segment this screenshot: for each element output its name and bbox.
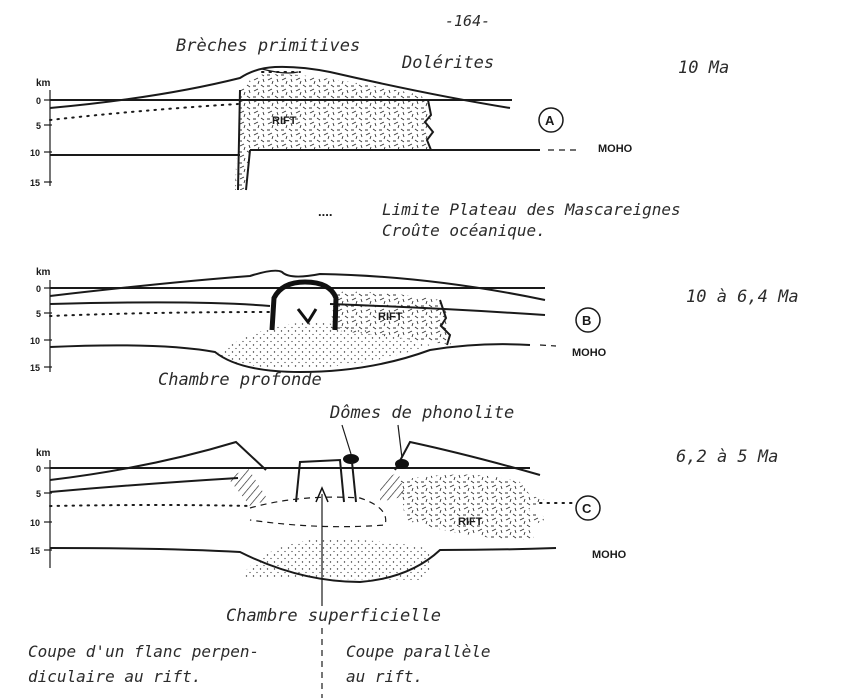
tick-label: 15 — [30, 178, 40, 188]
tick-label: 5 — [36, 489, 41, 499]
depth-ticks-b: 0 5 10 15 — [30, 284, 52, 373]
page-number: -164- — [445, 12, 490, 30]
tick-label: 10 — [30, 336, 40, 346]
breches-primitives-label: Brèches primitives — [176, 36, 360, 56]
dolerites-label: Dolérites — [401, 53, 494, 73]
legend-line-2: Croûte océanique. — [382, 221, 546, 240]
badge-a-letter: A — [545, 113, 555, 128]
crust-layer-b — [50, 302, 270, 306]
tick-label: 10 — [30, 518, 40, 528]
age-label-a: 10 Ma — [678, 58, 729, 78]
badge-c-letter: C — [582, 501, 592, 516]
rift-body-a — [235, 74, 431, 190]
moho-label-a: MOHO — [598, 143, 633, 155]
km-label-c: km — [36, 448, 51, 459]
phonolite-dome-2 — [395, 459, 409, 469]
legend: .... Limite Plateau des Mascareignes Cro… — [318, 200, 681, 240]
tick-label: 15 — [30, 546, 40, 556]
rift-label-a: RIFT — [272, 115, 297, 127]
moho-label-b: MOHO — [572, 347, 607, 359]
moho-label-c: MOHO — [592, 549, 627, 561]
rift-body-c — [400, 474, 548, 540]
caption-left-line-2: diculaire au rift. — [28, 667, 201, 686]
dome-pointer-2 — [398, 425, 402, 458]
rift-label-b: RIFT — [378, 311, 403, 323]
chamber-outline-c — [250, 497, 386, 527]
panel-c: Dômes de phonolite 6,2 à 5 Ma km 0 5 10 … — [30, 403, 778, 626]
moho-dash-b — [540, 345, 556, 346]
chambre-superficielle-label: Chambre superficielle — [226, 606, 441, 626]
subsidence-arrow-b — [298, 309, 316, 322]
tick-label: 15 — [30, 363, 40, 373]
chambre-profonde-label: Chambre profonde — [158, 370, 322, 390]
panel-a: Brèches primitives Dolérites 10 Ma km 0 … — [30, 36, 729, 190]
phonolite-dome-1 — [343, 454, 359, 464]
tick-label: 0 — [36, 284, 41, 294]
legend-dot-symbol: .... — [318, 204, 332, 219]
central-block-c — [296, 460, 344, 502]
km-label-b: km — [36, 267, 51, 278]
domes-phonolite-label: Dômes de phonolite — [329, 403, 514, 423]
tick-label: 5 — [36, 309, 41, 319]
age-label-b: 10 à 6,4 Ma — [686, 287, 799, 307]
caption-right-line-1: Coupe parallèle — [346, 642, 491, 661]
volcano-profile-b — [50, 271, 545, 300]
legend-line-1: Limite Plateau des Mascareignes — [382, 200, 681, 219]
rift-label-c: RIFT — [458, 516, 483, 528]
caption-left-line-1: Coupe d'un flanc perpen- — [28, 642, 259, 661]
tick-label: 0 — [36, 96, 41, 106]
crust-layer-c — [50, 478, 238, 492]
age-label-c: 6,2 à 5 Ma — [676, 447, 778, 467]
tick-label: 10 — [30, 148, 40, 158]
tick-label: 0 — [36, 464, 41, 474]
km-label-a: km — [36, 78, 51, 89]
panel-b: 10 à 6,4 Ma km 0 5 10 15 RIFT MOH — [30, 267, 799, 390]
fault-zone-right-c — [380, 472, 406, 502]
bottom-captions: Coupe d'un flanc perpen- diculaire au ri… — [28, 628, 491, 698]
plateau-limit-a — [50, 104, 238, 120]
fault-zone-left-c — [228, 468, 268, 506]
caption-right-line-2: au rift. — [346, 667, 423, 686]
depth-ticks-a: 0 5 10 15 — [30, 96, 52, 188]
badge-b-letter: B — [582, 313, 591, 328]
volcano-flank-left-c — [50, 442, 266, 480]
depth-ticks-c: 0 5 10 15 — [30, 464, 52, 556]
dome-pointer-1 — [342, 425, 351, 454]
plateau-limit-c — [50, 505, 250, 506]
volcano-flank-right-c — [395, 442, 540, 475]
tick-label: 5 — [36, 121, 41, 131]
plateau-limit-b — [50, 312, 272, 316]
